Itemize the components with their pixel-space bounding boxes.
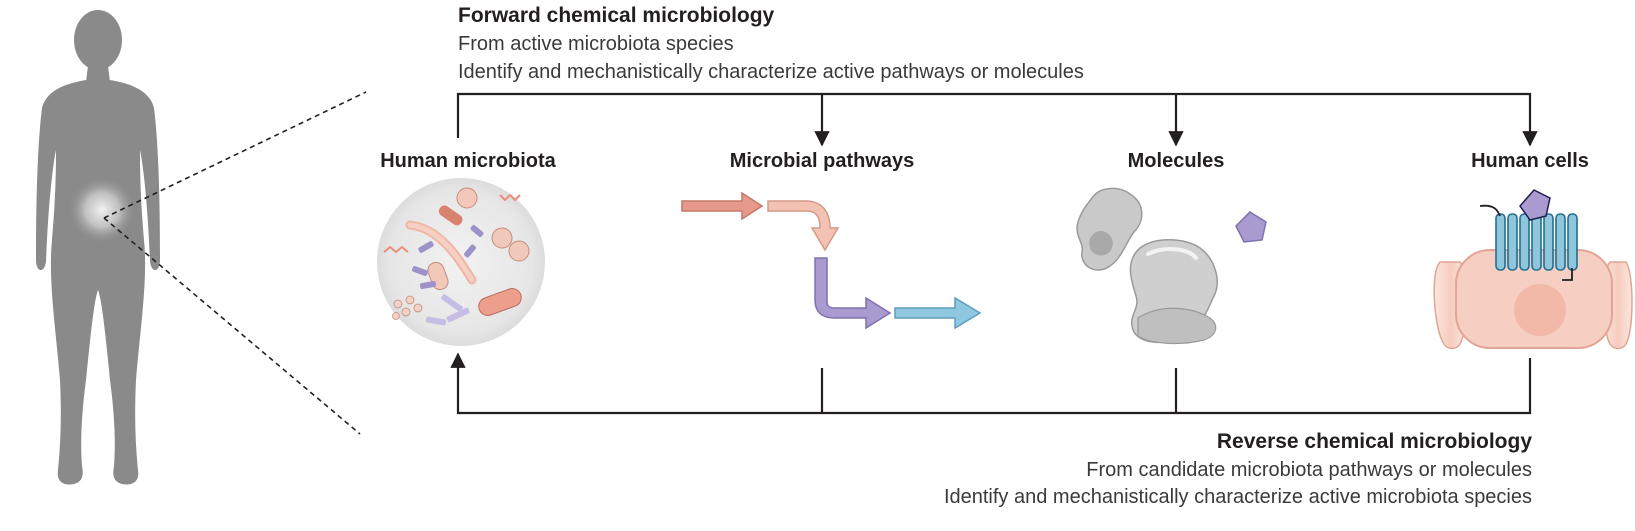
reverse-description-1: From candidate microbiota pathways or mo… <box>1086 459 1532 481</box>
reverse-bracket <box>450 352 1532 415</box>
molecules-icon <box>1076 187 1267 345</box>
zoom-line-bottom <box>103 217 361 435</box>
forward-description-2: Identify and mechanistically characteriz… <box>458 61 1084 83</box>
node-label-pathways: Microbial pathways <box>729 150 915 172</box>
reverse-description-2: Identify and mechanistically characteriz… <box>943 486 1532 508</box>
node-label-microbiota: Human microbiota <box>380 150 556 172</box>
microbiota-community-icon <box>377 178 545 346</box>
forward-title: Forward chemical microbiology <box>458 4 775 27</box>
human-silhouette-icon <box>36 10 160 485</box>
node-label-molecules: Molecules <box>1127 150 1225 172</box>
human-cells-icon <box>1433 189 1633 350</box>
node-label-cells: Human cells <box>1471 150 1589 172</box>
pathway-arrows-icon <box>681 191 982 330</box>
reverse-title: Reverse chemical microbiology <box>1216 430 1532 453</box>
forward-bracket <box>456 92 1538 147</box>
forward-description-1: From active microbiota species <box>458 33 734 55</box>
zoom-line-top <box>103 91 367 219</box>
